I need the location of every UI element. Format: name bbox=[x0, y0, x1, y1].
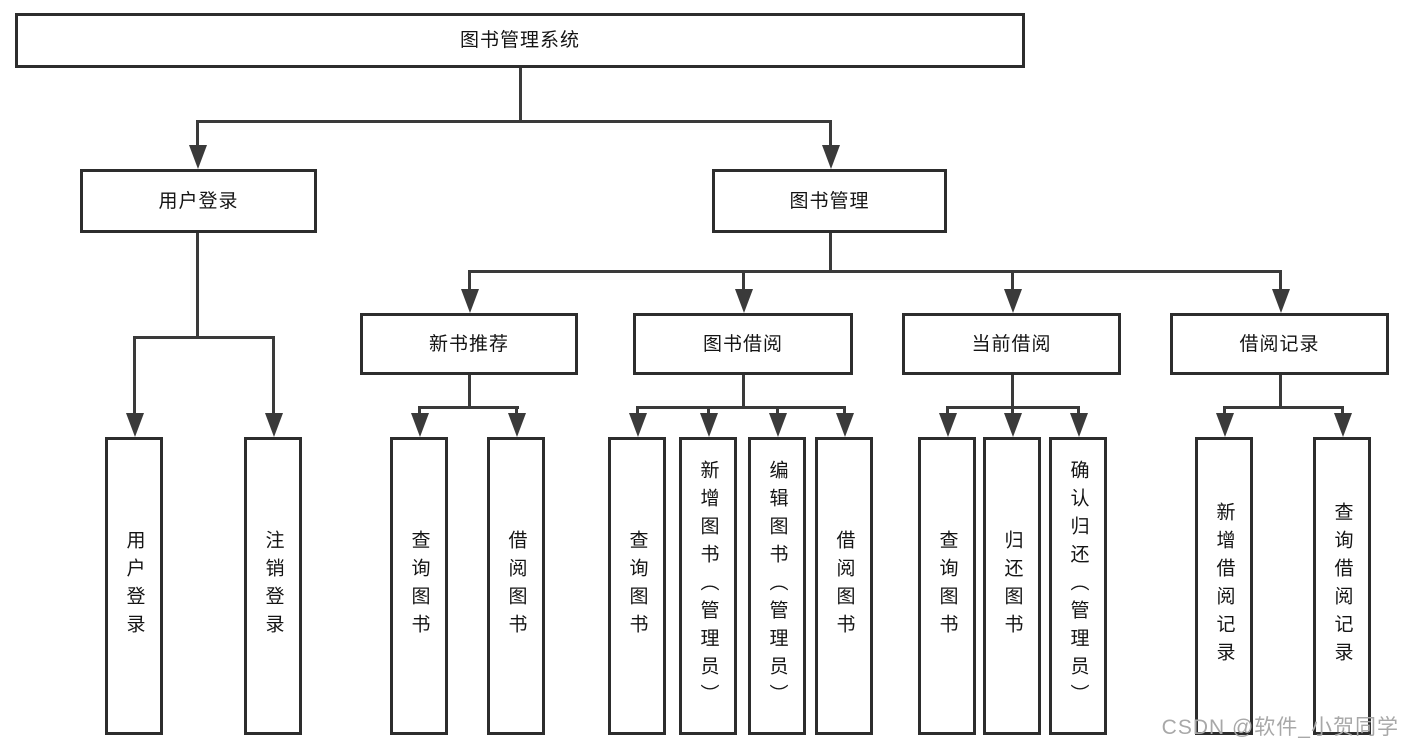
connector-book-borrow-bus bbox=[635, 406, 846, 409]
connector-leaf-stem bbox=[706, 406, 710, 416]
connector-borrow-record-bus bbox=[1222, 406, 1344, 409]
connector-borrow-record-stem bbox=[1278, 375, 1282, 409]
arrowhead-down-icon bbox=[411, 413, 429, 437]
connector-user-login-bus bbox=[132, 336, 275, 339]
leaf-add-borrow-record: 新增借阅记录 bbox=[1195, 437, 1253, 735]
arrowhead-down-icon bbox=[836, 413, 854, 437]
arrowhead-down-icon bbox=[769, 413, 787, 437]
arrowhead-down-icon bbox=[1004, 413, 1022, 437]
arrowhead-down-icon bbox=[822, 145, 840, 169]
arrowhead-down-icon bbox=[629, 413, 647, 437]
node-root-system: 图书管理系统 bbox=[15, 13, 1025, 68]
arrowhead-down-icon bbox=[1334, 413, 1352, 437]
node-new-book-recommend: 新书推荐 bbox=[360, 313, 578, 375]
connector-leaf-stem bbox=[132, 336, 136, 416]
connector-book-borrow-stem bbox=[741, 375, 745, 409]
leaf-confirm-return-admin: 确认归还（管理员） bbox=[1049, 437, 1107, 735]
arrowhead-down-icon bbox=[508, 413, 526, 437]
node-label: 新书推荐 bbox=[428, 333, 509, 355]
node-book-management: 图书管理 bbox=[712, 169, 947, 233]
node-label: 查询图书 bbox=[408, 530, 430, 642]
node-label: 借阅图书 bbox=[833, 530, 855, 642]
connector-leaf-stem bbox=[842, 406, 846, 416]
leaf-edit-book-admin: 编辑图书（管理员） bbox=[748, 437, 806, 735]
node-label: 注销登录 bbox=[262, 530, 284, 642]
connector-leaf-stem bbox=[775, 406, 779, 416]
node-label: 用户登录 bbox=[123, 530, 145, 642]
watermark: CSDN @软件_小贺同学 bbox=[1161, 716, 1399, 739]
leaf-logout: 注销登录 bbox=[244, 437, 302, 735]
node-label: 确认归还（管理员） bbox=[1067, 460, 1089, 712]
connector-l3-stem bbox=[467, 270, 471, 293]
leaf-query-books-borrow: 查询图书 bbox=[608, 437, 666, 735]
connector-leaf-stem bbox=[1010, 406, 1014, 416]
connector-root-bus bbox=[195, 120, 832, 123]
node-label: 借阅记录 bbox=[1239, 333, 1320, 355]
connector-current-borrow-stem bbox=[1010, 375, 1014, 409]
arrowhead-down-icon bbox=[700, 413, 718, 437]
node-label: 图书管理 bbox=[789, 190, 870, 212]
arrowhead-down-icon bbox=[189, 145, 207, 169]
node-label: 查询图书 bbox=[626, 530, 648, 642]
leaf-query-books-recommend: 查询图书 bbox=[390, 437, 448, 735]
arrowhead-down-icon bbox=[735, 289, 753, 313]
connector-l2-book-stem bbox=[828, 120, 832, 149]
connector-l3-stem bbox=[1010, 270, 1014, 293]
connector-leaf-stem bbox=[417, 406, 421, 416]
connector-l3-stem bbox=[1278, 270, 1282, 293]
connector-new-book-bus bbox=[417, 406, 519, 409]
leaf-add-book-admin: 新增图书（管理员） bbox=[679, 437, 737, 735]
leaf-query-borrow-record: 查询借阅记录 bbox=[1313, 437, 1371, 735]
node-borrowing-records: 借阅记录 bbox=[1170, 313, 1389, 375]
node-label: 新增图书（管理员） bbox=[697, 460, 719, 712]
node-label: 用户登录 bbox=[158, 190, 239, 212]
node-label: 归还图书 bbox=[1001, 530, 1023, 642]
leaf-borrow-books-recommend: 借阅图书 bbox=[487, 437, 545, 735]
connector-root-stem bbox=[518, 68, 522, 123]
connector-book-mgmt-bus bbox=[467, 270, 1282, 273]
arrowhead-down-icon bbox=[1070, 413, 1088, 437]
node-user-login: 用户登录 bbox=[80, 169, 317, 233]
node-label: 新增借阅记录 bbox=[1213, 502, 1235, 670]
arrowhead-down-icon bbox=[939, 413, 957, 437]
arrowhead-down-icon bbox=[126, 413, 144, 437]
connector-leaf-stem bbox=[945, 406, 949, 416]
connector-user-login-stem bbox=[195, 233, 199, 339]
leaf-borrow-books: 借阅图书 bbox=[815, 437, 873, 735]
arrowhead-down-icon bbox=[1004, 289, 1022, 313]
connector-l3-stem bbox=[741, 270, 745, 293]
node-label: 当前借阅 bbox=[971, 333, 1052, 355]
connector-leaf-stem bbox=[1076, 406, 1080, 416]
node-current-borrowing: 当前借阅 bbox=[902, 313, 1121, 375]
connector-leaf-stem bbox=[635, 406, 639, 416]
arrowhead-down-icon bbox=[1272, 289, 1290, 313]
connector-leaf-stem bbox=[514, 406, 518, 416]
node-label: 查询借阅记录 bbox=[1331, 502, 1353, 670]
node-label: 借阅图书 bbox=[505, 530, 527, 642]
leaf-user-login: 用户登录 bbox=[105, 437, 163, 735]
arrowhead-down-icon bbox=[1216, 413, 1234, 437]
arrowhead-down-icon bbox=[461, 289, 479, 313]
node-label: 查询图书 bbox=[936, 530, 958, 642]
connector-leaf-stem bbox=[1222, 406, 1226, 416]
leaf-return-book: 归还图书 bbox=[983, 437, 1041, 735]
connector-l2-user-stem bbox=[195, 120, 199, 149]
node-label: 编辑图书（管理员） bbox=[766, 460, 788, 712]
node-label: 图书管理系统 bbox=[459, 30, 580, 51]
connector-leaf-stem bbox=[1340, 406, 1344, 416]
node-book-borrowing: 图书借阅 bbox=[633, 313, 853, 375]
leaf-query-books-current: 查询图书 bbox=[918, 437, 976, 735]
node-label: 图书借阅 bbox=[702, 333, 783, 355]
arrowhead-down-icon bbox=[265, 413, 283, 437]
connector-book-mgmt-stem bbox=[828, 233, 832, 273]
connector-new-book-stem bbox=[467, 375, 471, 409]
connector-leaf-stem bbox=[271, 336, 275, 416]
